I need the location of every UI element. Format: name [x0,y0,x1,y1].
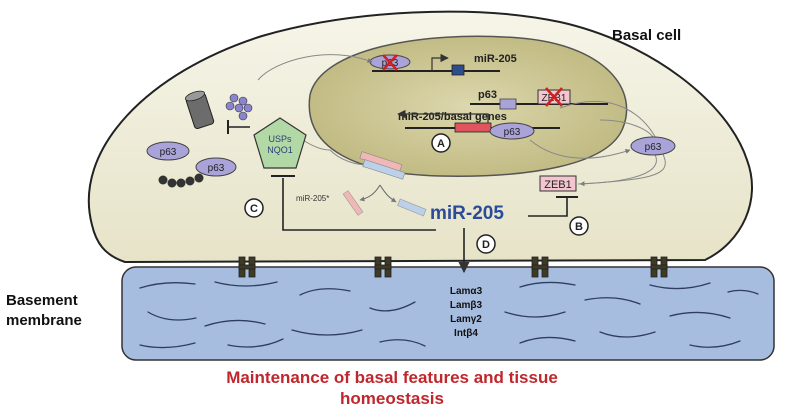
anchor-icon [531,256,549,278]
mir205-star-strand [342,190,364,216]
label-b-circle [569,216,589,236]
fiber-lines [139,281,759,349]
inhibit-usps-line [282,178,436,231]
label-b: B [575,221,583,233]
zeb1-block-cross [545,87,563,107]
label-c-circle [244,198,264,218]
mir205-promoter-locus: p63 miR-205 [369,53,517,76]
basal-cell-label: Basal cell [612,27,681,44]
mir205-precursor-icon [359,151,406,180]
p63-gene-label: p63 [478,89,497,101]
mature-arrow [379,184,397,203]
p63-protein-right [630,136,676,156]
label-a-circle [431,133,451,153]
usps-label: USPs [268,134,292,144]
caption-line-2: homeostasis [340,389,444,408]
inhibit-zeb1-line [528,198,568,217]
p63-protein-bound [489,122,535,140]
caption-line-1: Maintenance of basal features and tissue [226,368,558,387]
nqo1-label: NQO1 [267,145,293,155]
anchor-icon [650,256,668,278]
usps-nqo1-pentagon: USPs NQO1 [253,117,307,169]
mir205-gene [451,64,465,76]
peptide-fragments-icon [225,93,253,121]
basement-membrane [121,266,775,361]
laminin-gamma2: Lamγ2 [450,314,482,325]
proteasome-icon [185,90,215,130]
zeb1-feedback-arrow [577,149,657,185]
zeb1-label-cyto: ZEB1 [544,179,572,191]
basal-gene [454,122,492,133]
mir205-mature-strand [397,198,427,217]
basal-genes-locus: miR-205/basal genes p63 A [397,109,560,153]
laminin-beta3: Lamβ3 [450,300,483,311]
mir205-star-label: miR-205* [296,194,329,203]
laminin-alpha3: Lamα3 [450,286,483,297]
p63-right-label: p63 [645,142,662,153]
basement-label: Basement [6,292,78,309]
p63-bound-label: p63 [504,127,521,138]
label-c: C [250,203,258,215]
integrin-beta4: Intβ4 [454,328,478,339]
p63-ub-label: p63 [208,163,225,174]
zeb1-box-cyto [539,175,577,192]
block-cross [382,54,398,71]
label-d-circle [476,234,496,254]
anchor-icon [238,256,256,278]
p63-gene [499,98,517,110]
label-d: D [482,239,490,251]
p63-cyto-label: p63 [160,147,177,158]
ubiquitinated-p63: p63 [158,157,237,188]
basal-genes-label: miR-205/basal genes [398,111,507,123]
transcription-arrow [431,53,449,71]
membrane-label: membrane [6,312,82,329]
hemidesmosome-icons [238,256,668,278]
p63-locus: p63 ZEB1 [470,87,608,110]
p63-protein-cyto [146,141,190,161]
mir205-main-label: miR-205 [430,203,504,224]
mir205-gene-label: miR-205 [474,53,517,65]
label-a: A [437,138,445,150]
anchor-icon [374,256,392,278]
star-arrow [359,184,381,202]
